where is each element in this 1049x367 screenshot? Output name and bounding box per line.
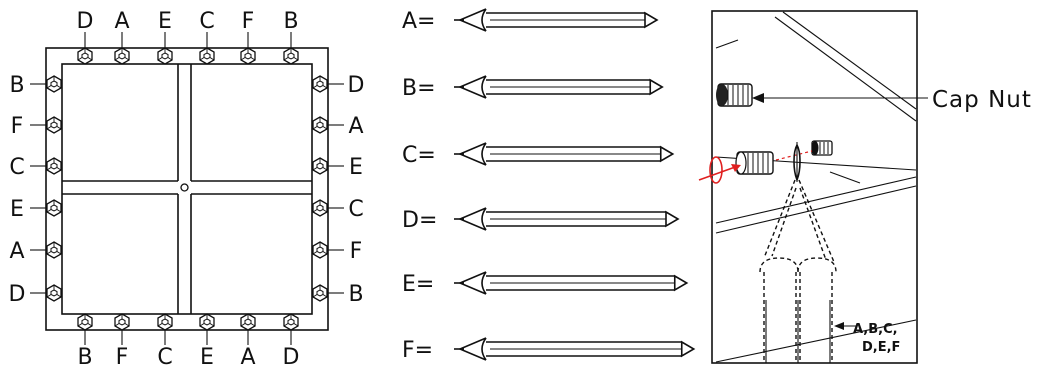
bottom-label-3: E [200,345,214,367]
peg-top-5-icon [283,47,299,65]
top-label-1: A [114,9,129,34]
top-label-2: E [158,9,172,34]
stake-4: E= [402,271,689,297]
stake-label-2: C= [402,143,436,168]
peg-bottom-2-icon [157,313,173,331]
peg-right-1-icon [312,116,328,134]
cap-nut-label: Cap Nut [932,87,1032,113]
cross-bars [62,64,312,314]
peg-right-0-icon [312,75,328,93]
stud-icon [811,140,833,156]
peg-left-4-icon [46,241,62,259]
ring-loop [759,142,837,363]
peg-bottom-1-icon [114,313,130,331]
peg-top-0-icon [77,47,93,65]
peg-left-0-icon [46,75,62,93]
left-label-0: B [9,73,24,98]
top-label-0: D [77,9,94,34]
right-label-5: B [348,282,363,307]
peg-bottom-3-icon [199,313,215,331]
top-label-4: F [242,9,255,34]
bottom-label-2: C [157,345,172,367]
top-label-5: B [283,9,298,34]
peg-bottom-4-icon [240,313,256,331]
top-label-3: C [199,9,214,34]
peg-left-5-icon [46,284,62,302]
peg-bottom-5-icon [283,313,299,331]
bottom-label-5: D [283,345,300,367]
peg-right-2-icon [312,157,328,175]
stake-label-5: F= [402,338,433,363]
center-hole [180,183,189,192]
cap-nut-icon [716,83,753,107]
bottom-label-0: B [77,345,92,367]
peg-left-3-icon [46,199,62,217]
left-label-1: F [11,114,24,139]
peg-top-2-icon [157,47,173,65]
peg-right-3-icon [312,199,328,217]
outer-frame [45,47,329,331]
right-label-0: D [348,73,365,98]
rotating-cap-nut-icon [735,151,774,175]
rotation-arrow-icon [698,156,741,184]
peg-top-1-icon [114,47,130,65]
stake-1: B= [402,75,664,101]
peg-bottom-0-icon [77,313,93,331]
right-label-1: A [348,114,363,139]
stake-label-1: B= [402,76,436,101]
left-label-2: C [9,155,24,180]
inner-frame [61,63,313,315]
right-label-3: C [348,197,363,222]
left-label-5: D [9,282,26,307]
detail-view [698,10,928,364]
left-label-3: E [10,197,24,222]
stake-label-4: E= [402,272,434,297]
stake-0: A= [402,8,659,34]
peg-right-5-icon [312,284,328,302]
ring-label-line1: A,B,C, [853,322,898,337]
peg-top-4-icon [240,47,256,65]
peg-right-4-icon [312,241,328,259]
peg-top-3-icon [199,47,215,65]
right-label-4: F [350,239,363,264]
peg-left-1-icon [46,116,62,134]
stake-2: C= [402,142,675,168]
stake-3: D= [402,207,680,233]
bottom-label-1: F [116,345,129,367]
left-label-4: A [9,239,24,264]
stakes-list: A= B= C= D= E= F= [402,8,696,363]
stake-5: F= [402,337,696,363]
bottom-label-4: A [240,345,255,367]
right-label-2: E [349,155,363,180]
ring-label-line2: D,E,F [862,340,900,355]
detail-box [711,10,918,364]
stake-label-0: A= [402,9,435,34]
stake-label-3: D= [402,208,437,233]
peg-left-2-icon [46,157,62,175]
